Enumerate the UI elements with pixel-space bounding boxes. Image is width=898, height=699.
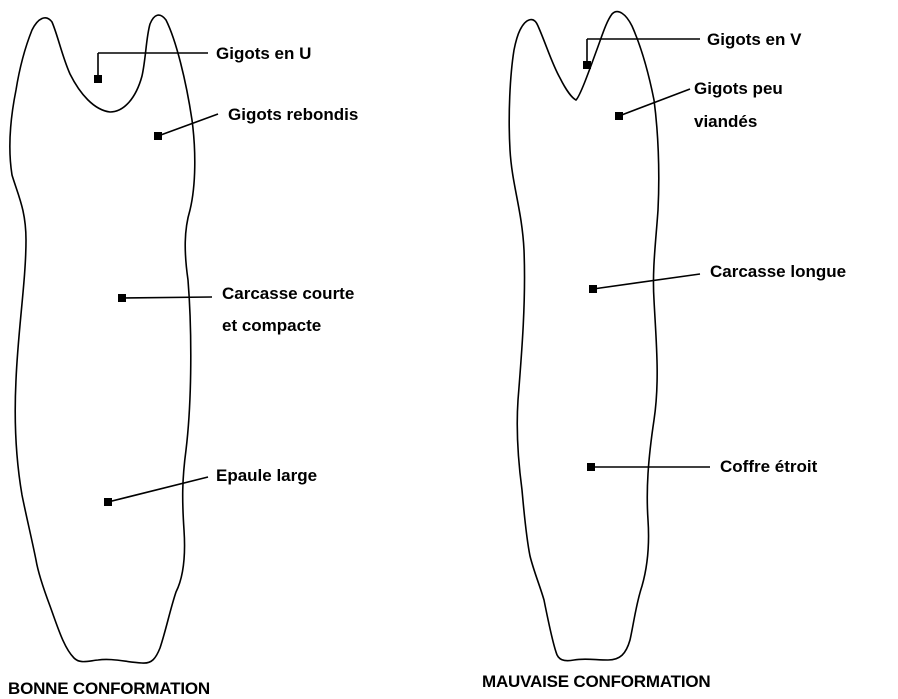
carcasse-courte-label-line2: et compacte	[222, 316, 321, 335]
good-carcass-outline	[10, 15, 195, 663]
coffre-etroit-label: Coffre étroit	[720, 457, 818, 476]
gigots-u-label: Gigots en U	[216, 44, 311, 63]
gigots-peu-label-line2: viandés	[694, 112, 757, 131]
carcasse-longue-label: Carcasse longue	[710, 262, 846, 281]
epaule-large-leader	[108, 477, 208, 502]
carcasse-longue-leader	[593, 274, 700, 289]
epaule-large-label: Epaule large	[216, 466, 317, 485]
gigots-peu-label-line1: Gigots peu	[694, 79, 783, 98]
good-conformation-caption: BONNE CONFORMATION	[8, 679, 210, 698]
gigots-peu-leader	[619, 89, 690, 116]
good-conformation-figure: Gigots en U Gigots rebondis Carcasse cou…	[8, 15, 358, 698]
gigots-rebondis-label: Gigots rebondis	[228, 105, 358, 124]
carcasse-courte-label-line1: Carcasse courte	[222, 284, 354, 303]
gigots-rebondis-leader	[158, 114, 218, 136]
gigots-v-label: Gigots en V	[707, 30, 802, 49]
bad-conformation-caption: MAUVAISE CONFORMATION	[482, 672, 710, 691]
bad-conformation-figure: Gigots en V Gigots peu viandés Carcasse …	[482, 12, 846, 691]
carcasse-courte-leader	[122, 297, 212, 298]
